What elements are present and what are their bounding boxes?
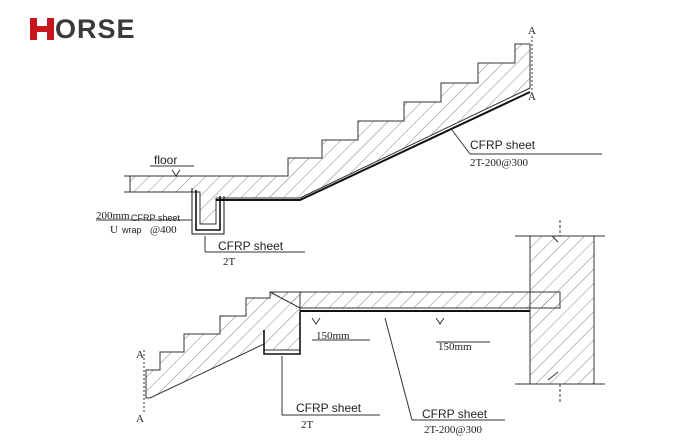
upper-cfrp-u-wrap <box>195 190 221 231</box>
lower-section-mark-top: A <box>136 349 144 361</box>
upper-wrap-size: 200mm <box>96 210 130 222</box>
lower-sheet-slab-title: CFRP sheet <box>422 407 488 421</box>
upper-stair <box>96 36 602 253</box>
horse-logo: ORSE <box>30 14 180 44</box>
lower-sheet-slab-spec: 2T-200@300 <box>424 424 483 436</box>
lower-section-mark-bottom: A <box>136 413 144 425</box>
upper-cfrp-soffit-line <box>216 91 531 201</box>
logo-text: ORSE <box>55 14 136 44</box>
upper-sheet-beam-title: CFRP sheet <box>218 239 284 253</box>
upper-section-mark-bottom: A <box>528 91 536 103</box>
lower-stair <box>143 220 605 421</box>
lower-sheet-beam-title: CFRP sheet <box>296 401 362 415</box>
upper-wrap-title: CFRP sheet <box>131 213 180 223</box>
lower-dim-right: 150mm <box>438 341 472 353</box>
lower-landing-slab <box>269 291 561 309</box>
lower-sheet-beam-spec: 2T <box>301 419 314 431</box>
upper-floor-label: floor <box>154 153 177 167</box>
upper-wrap-type: U <box>110 224 118 236</box>
upper-wrap-spacing: @400 <box>150 224 177 236</box>
upper-wrap-word: wrap <box>121 225 142 235</box>
upper-sheet-main-title: CFRP sheet <box>470 138 536 152</box>
lower-cfrp-beam-u <box>263 312 301 355</box>
upper-sheet-beam-spec: 2T <box>223 256 236 268</box>
lower-dim-left: 150mm <box>316 330 350 342</box>
upper-sheet-main-spec: 2T-200@300 <box>470 157 529 169</box>
lower-wall <box>529 235 595 385</box>
lower-stair-body <box>145 291 301 399</box>
upper-stair-body <box>129 43 531 225</box>
upper-section-mark-top: A <box>528 25 536 37</box>
logo-h-icon <box>30 18 54 40</box>
